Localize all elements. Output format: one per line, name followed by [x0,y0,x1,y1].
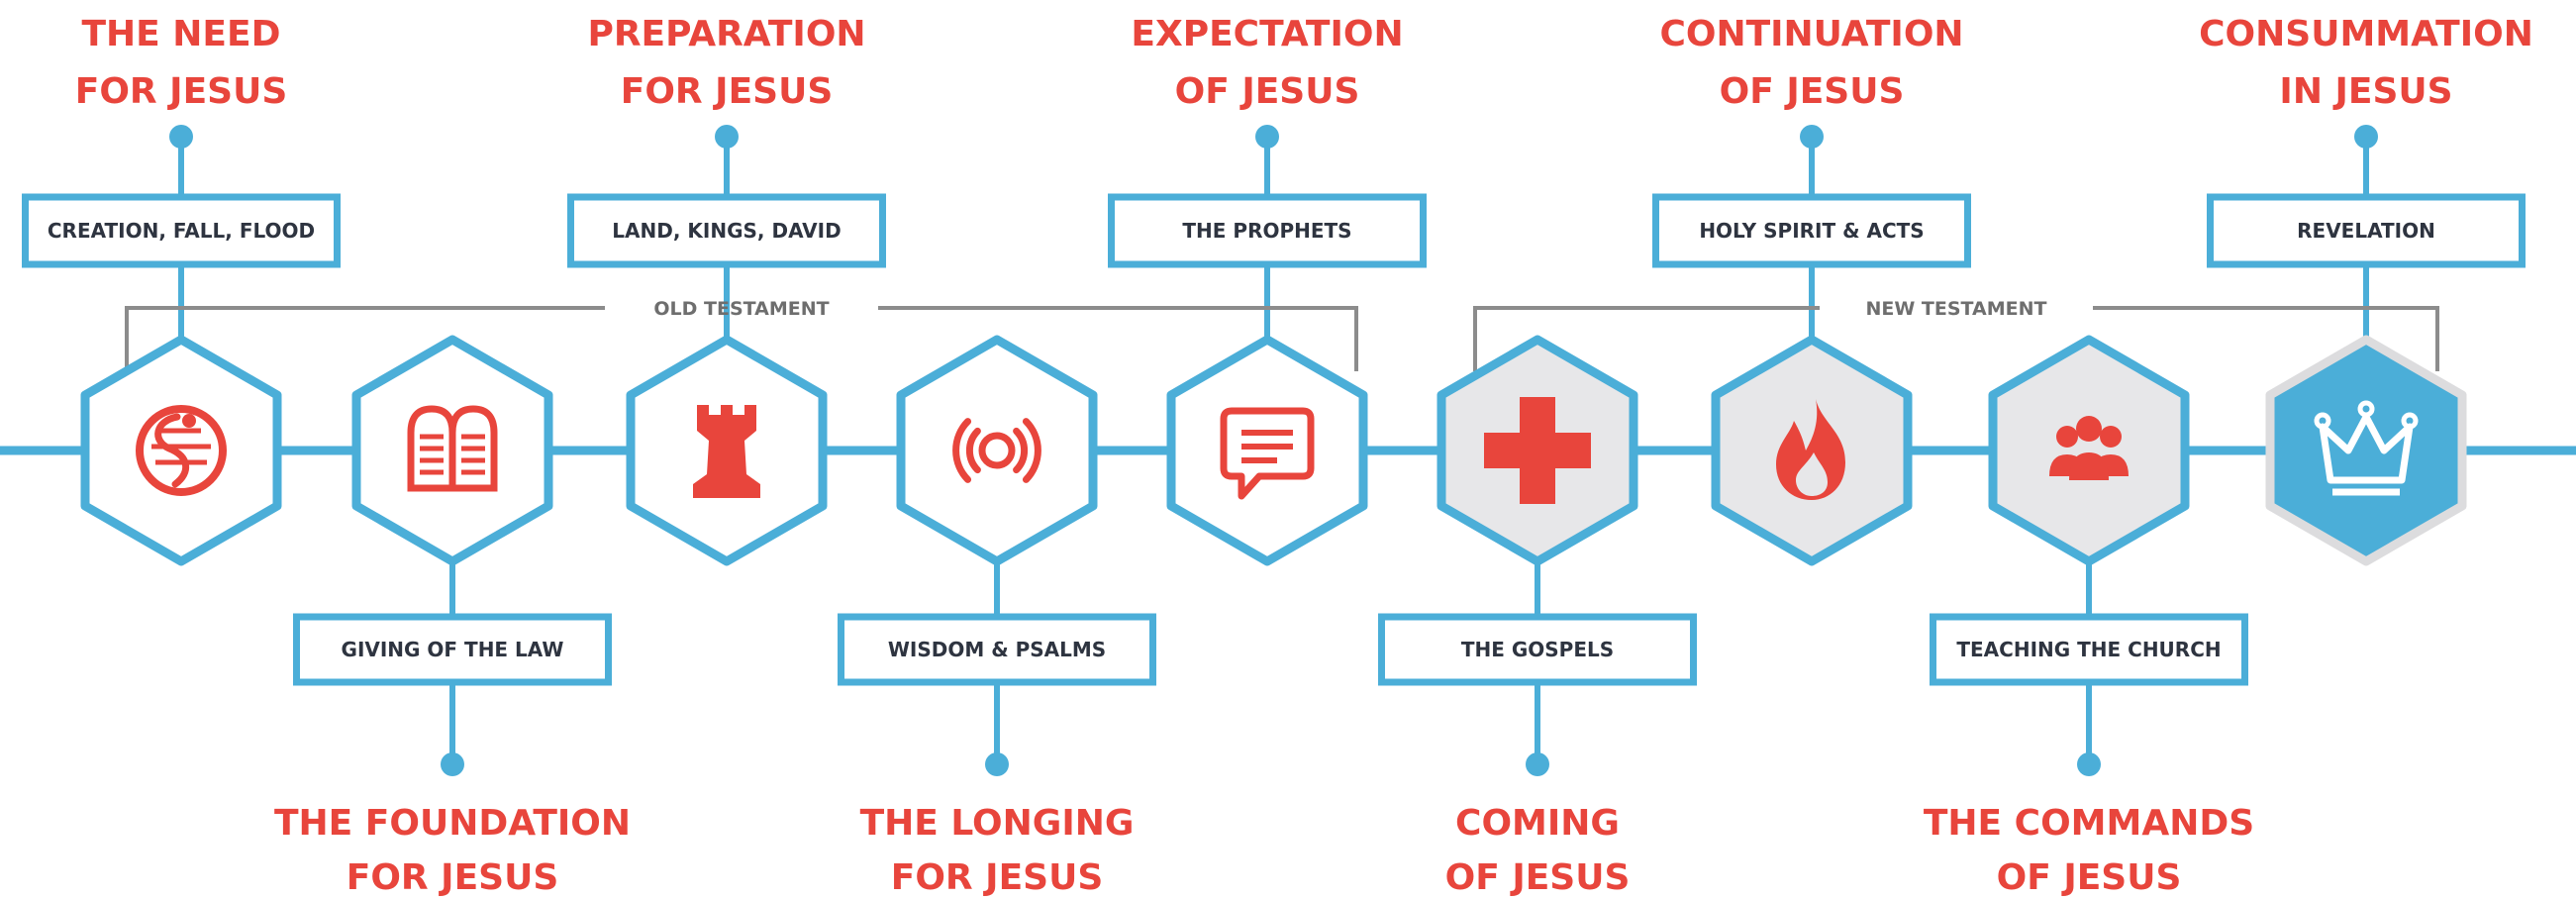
stage-7-dot [1800,125,1824,149]
stage-4-label-box [838,613,1156,686]
stage-5-dot [1255,125,1279,149]
stage-6-heading-line-1: COMING [1455,803,1620,844]
stage-2-heading-line-1: THE FOUNDATION [274,803,631,844]
stage-3-dot [715,125,739,149]
stage-2-box-label: GIVING OF THE LAW [342,638,564,661]
stage-7-label-box [1652,193,1971,268]
stage-5-hexagon [1166,335,1368,566]
law-tablets-icon [407,405,498,492]
stage-4-dot [985,752,1009,776]
stage-5-heading-line-2: OF JESUS [1175,71,1360,112]
stage-1-box-label: CREATION, FALL, FLOOD [48,219,315,243]
stage-3-box-label: LAND, KINGS, DAVID [612,219,841,243]
stage-1-hexagon [80,335,282,566]
stage-9-heading-line-1: CONSUMMATION [2199,14,2533,54]
stage-9-heading-line-2: IN JESUS [2279,71,2452,112]
crown-icon [2314,400,2419,496]
stage-1-label-box [22,193,341,268]
stage-8-label-box [1930,613,2248,686]
fire-icon [1776,399,1845,500]
stage-7-box-label: HOLY SPIRIT & ACTS [1699,219,1924,243]
stage-1-dot [169,125,193,149]
stage-4-box-label: WISDOM & PSALMS [888,638,1106,661]
stage-5-label-box [1108,193,1427,268]
stage-9-dot [2354,125,2378,149]
stage-4-heading-line-1: THE LONGING [860,803,1135,844]
stage-1-heading-line-2: FOR JESUS [75,71,288,112]
stage-2-dot [441,752,464,776]
stage-6-dot [1526,752,1549,776]
stage-2-heading-line-2: FOR JESUS [347,857,559,898]
old-testament-bracket-left [125,306,605,371]
speech-bubble-icon [1220,407,1315,500]
new-testament-label: NEW TESTAMENT [1865,298,2046,320]
stage-9-box-label: REVELATION [2297,219,2435,243]
broadcast-icon [952,418,1041,483]
new-testament-bracket-left [1473,306,1820,371]
stage-6-heading-line-2: OF JESUS [1445,857,1631,898]
stage-8-box-label: TEACHING THE CHURCH [1956,638,2221,661]
stage-9-label-box [2207,193,2526,268]
stage-4-heading-line-2: FOR JESUS [891,857,1104,898]
stage-3-heading-line-1: PREPARATION [587,14,865,54]
stage-2-label-box [293,613,612,686]
stage-7-heading-line-1: CONTINUATION [1659,14,1963,54]
stage-6-box-label: THE GOSPELS [1461,638,1614,661]
cross-icon [1484,397,1591,504]
stage-8-heading-line-2: OF JESUS [1997,857,2182,898]
stage-3-heading-line-2: FOR JESUS [621,71,834,112]
stage-8-dot [2077,752,2101,776]
stage-8-heading-line-1: THE COMMANDS [1924,803,2254,844]
people-icon [2049,416,2129,480]
stage-5-box-label: THE PROPHETS [1182,219,1351,243]
stage-4-hexagon [896,335,1098,566]
stage-1-heading-line-1: THE NEED [81,14,280,54]
stage-8-hexagon [1988,335,2190,566]
stage-7-heading-line-2: OF JESUS [1720,71,1905,112]
stage-6-label-box [1378,613,1697,686]
tower-icon [693,405,760,498]
stage-3-label-box [567,193,886,268]
stage-9-hexagon [2265,335,2467,566]
old-testament-bracket-right [878,306,1358,371]
new-testament-bracket-right [2093,306,2439,371]
stage-5-heading-line-1: EXPECTATION [1131,14,1403,54]
serpent-icon [136,405,227,496]
old-testament-label: OLD TESTAMENT [653,298,829,320]
